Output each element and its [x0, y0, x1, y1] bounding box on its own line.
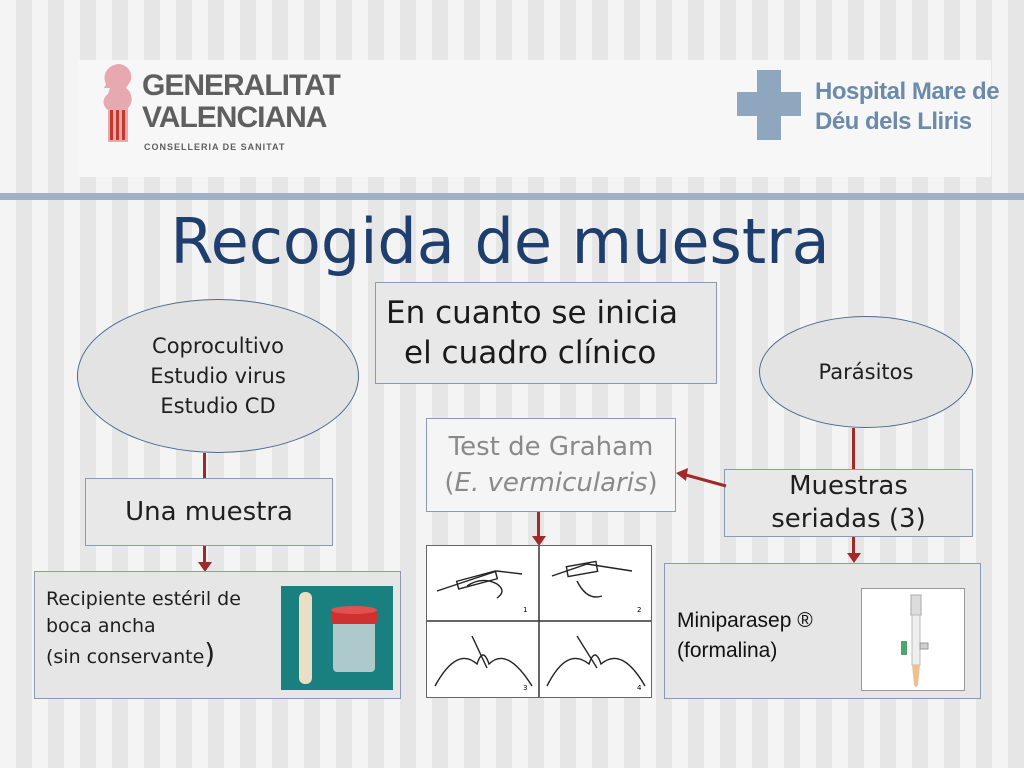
miniparasep-description: Miniparasep ® (formalina): [677, 606, 813, 666]
connector-serial-to-panel: [852, 537, 855, 555]
timing-box: En cuanto se inicia el cuadro clínico: [375, 282, 717, 384]
connector-serial-to-graham: [676, 464, 728, 494]
estudio-cd-label: Estudio CD: [160, 394, 276, 418]
container-line3-text: (sin conservante: [46, 646, 205, 668]
hospital-name-line1: Hospital Mare de: [815, 78, 1000, 105]
serial-samples-box: Muestras seriadas (3): [724, 469, 973, 537]
hospital-cross-icon: [737, 70, 801, 140]
container-line2: boca ancha: [46, 615, 156, 637]
estudio-virus-label: Estudio virus: [150, 364, 286, 388]
arrowhead-middle-down-icon: [532, 536, 546, 546]
formalina-label: (formalina): [677, 639, 778, 662]
parasites-ellipse: Parásitos: [759, 316, 973, 428]
graham-test-label: Test de Graham: [448, 432, 654, 462]
step-1-label: 1: [523, 606, 528, 614]
muestras-label: Muestras: [789, 471, 908, 501]
paren-open: (: [444, 468, 455, 498]
graham-organism-label: (E. vermicularis): [444, 465, 657, 501]
una-muestra-label: Una muestra: [125, 497, 293, 527]
page-title: Recogida de muestra: [170, 205, 830, 278]
timing-line2: el cuadro clínico: [404, 335, 657, 371]
single-sample-box: Una muestra: [85, 478, 333, 546]
miniparasep-image: [861, 588, 965, 691]
timing-line1: En cuanto se inicia: [386, 295, 679, 331]
step-3-label: 3: [523, 684, 528, 692]
arrowhead-left-down-icon: [198, 562, 212, 572]
parasitos-label: Parásitos: [818, 360, 914, 384]
container-line1: Recipiente estéril de: [46, 588, 241, 610]
graham-test-box: Test de Graham (E. vermicularis): [426, 418, 676, 512]
hospital-name-line2: Déu dels Lliris: [815, 108, 972, 135]
container-description: Recipiente estéril de boca ancha (sin co…: [46, 586, 241, 671]
miniparasep-label: Miniparasep ®: [677, 609, 813, 632]
generalitat-emblem-icon: [98, 62, 138, 148]
conselleria-label: CONSELLERIA DE SANITAT: [144, 142, 286, 152]
connector-ellipse-to-box: [203, 453, 206, 478]
graham-test-steps-image: 1 2 3 4: [426, 545, 652, 698]
viral-tests-ellipse: Coprocultivo Estudio virus Estudio CD: [77, 299, 359, 453]
container-line3-paren: ): [204, 637, 216, 670]
connector-box-to-panel: [203, 546, 206, 564]
logo-bar: [78, 60, 991, 177]
seriadas-label: seriadas (3): [771, 504, 926, 534]
step-2-label: 2: [637, 606, 642, 614]
connector-graham-to-images: [537, 512, 540, 538]
generalitat-line1: GENERALITAT: [142, 69, 341, 102]
generalitat-line2: VALENCIANA: [142, 101, 327, 134]
sterile-container-image: [281, 586, 393, 690]
container-line3: (sin conservante): [46, 640, 241, 671]
paren-close: ): [647, 468, 658, 498]
header-divider: [0, 193, 1024, 200]
connector-parasites-to-serial: [852, 428, 855, 469]
step-4-label: 4: [637, 684, 642, 692]
arrowhead-right-down-icon: [847, 553, 861, 563]
organism-name: E. vermicularis: [454, 468, 648, 498]
coprocultivo-label: Coprocultivo: [152, 334, 284, 358]
